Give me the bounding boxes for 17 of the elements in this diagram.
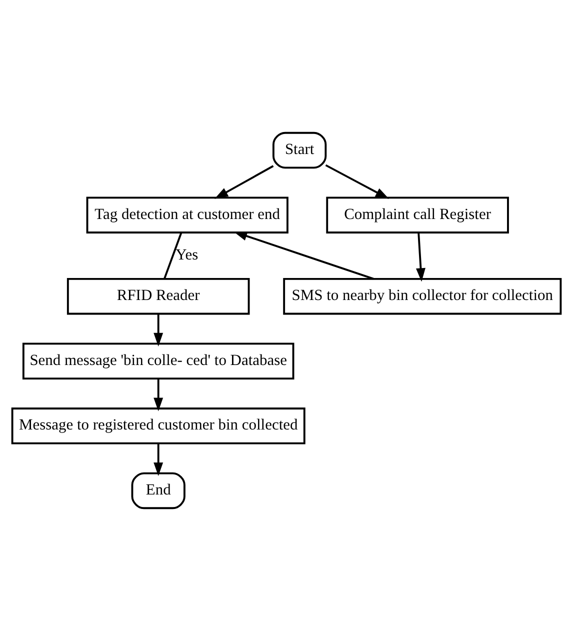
node-box: Start <box>272 132 327 169</box>
arrow <box>154 314 164 346</box>
node-box: End <box>131 472 186 510</box>
arrow <box>154 443 164 476</box>
edge-label: Yes <box>176 246 198 264</box>
arrow <box>416 232 426 282</box>
connector <box>163 232 182 280</box>
node-box: RFID Reader <box>66 278 250 315</box>
arrow <box>214 165 274 199</box>
arrow <box>154 378 164 412</box>
arrow <box>325 164 389 199</box>
node-box: SMS to nearby bin collector for collection <box>283 278 562 315</box>
node-box: Message to registered customer bin collected <box>11 408 306 444</box>
node-box: Tag detection at customer end <box>86 196 288 234</box>
node-box: Complaint call Register <box>326 196 509 234</box>
arrow <box>234 231 374 280</box>
node-box: Send message 'bin colle- ced' to Database <box>22 342 294 380</box>
